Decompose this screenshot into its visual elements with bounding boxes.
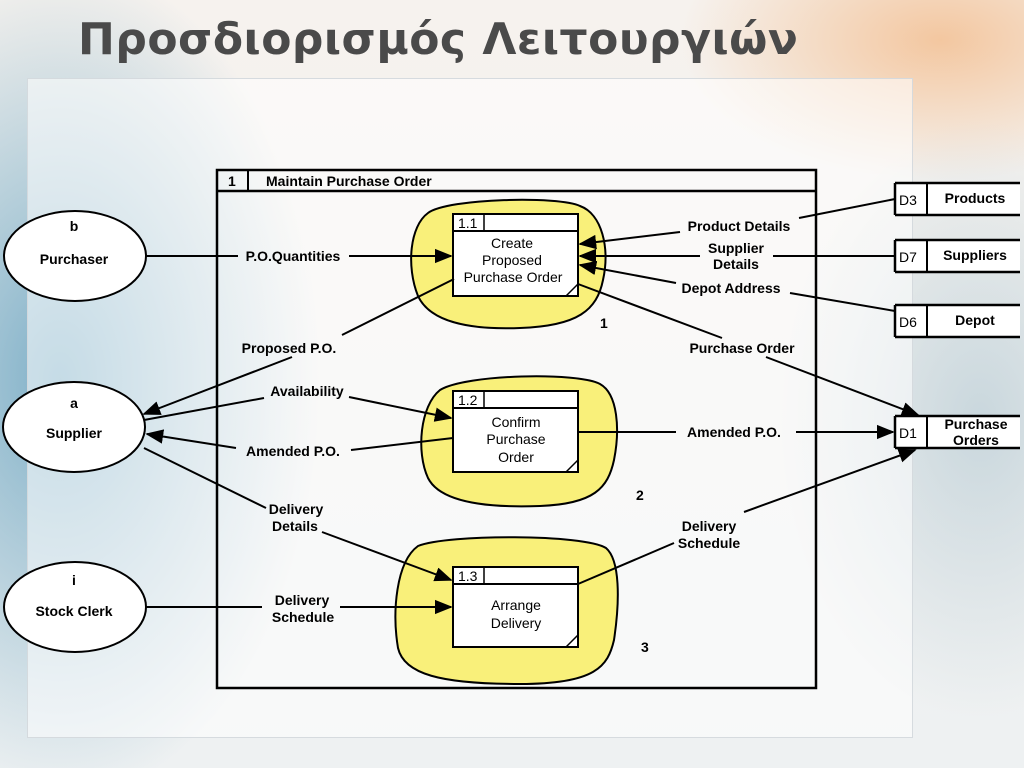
flow-label-amended-po: Amended P.O. [246, 443, 340, 459]
store-name: Purchase [944, 416, 1007, 432]
store-name: Orders [953, 432, 999, 448]
flow-label-delivery-details: Delivery [269, 501, 324, 517]
flow-label-amended-po-right: Amended P.O. [687, 424, 781, 440]
flow-label-delivery-schedule: Schedule [272, 609, 334, 625]
flow-label-delivery-details: Details [272, 518, 318, 534]
store-d6-depot: D6 Depot [893, 303, 1020, 339]
flow-label-supplier-details: Details [713, 256, 759, 272]
entity-code: a [70, 395, 78, 411]
entity-name: Supplier [46, 425, 103, 441]
subprocess-label: Proposed [482, 252, 542, 268]
store-name: Depot [955, 312, 995, 328]
process-frame: 1 Maintain Purchase Order [215, 168, 818, 690]
entity-purchaser: b Purchaser [3, 210, 147, 302]
process-name: Maintain Purchase Order [266, 173, 432, 189]
flow-label-po-quantities: P.O.Quantities [246, 248, 341, 264]
subprocess-1-2: 1.2 Confirm Purchase Order [452, 390, 579, 473]
store-code: D6 [899, 314, 917, 330]
store-code: D7 [899, 249, 917, 265]
entity-name: Stock Clerk [35, 603, 112, 619]
group-number: 1 [600, 315, 608, 331]
subprocess-label: Arrange [491, 597, 541, 613]
subprocess-id: 1.3 [458, 568, 478, 584]
store-d7-suppliers: D7 Suppliers [893, 238, 1020, 274]
flow-label-depot-address: Depot Address [681, 280, 780, 296]
store-d1-purchase-orders: D1 Purchase Orders [893, 414, 1020, 450]
store-name: Products [945, 190, 1006, 206]
flow-label-product-details: Product Details [688, 218, 791, 234]
flow-label-delivery-schedule: Delivery [275, 592, 330, 608]
flow-labels: P.O.Quantities Proposed P.O. Availabilit… [242, 218, 795, 625]
subprocess-label: Order [498, 449, 534, 465]
flow-label-delivery-schedule-right: Schedule [678, 535, 740, 551]
entity-code: b [70, 218, 79, 234]
subprocess-label: Create [491, 235, 533, 251]
entity-name: Purchaser [40, 251, 109, 267]
subprocess-id: 1.1 [458, 215, 478, 231]
group-number: 2 [636, 487, 644, 503]
flow-label-availability: Availability [270, 383, 344, 399]
flow-label-supplier-details: Supplier [708, 240, 765, 256]
flow-lines [142, 198, 920, 615]
subprocess-label: Delivery [491, 615, 542, 631]
subprocess-label: Purchase [486, 431, 545, 447]
store-code: D1 [899, 425, 917, 441]
subprocess-label: Confirm [491, 414, 540, 430]
subprocess-id: 1.2 [458, 392, 478, 408]
flow-label-purchase-order: Purchase Order [689, 340, 795, 356]
store-name: Suppliers [943, 247, 1007, 263]
store-d3-products: D3 Products [893, 181, 1020, 217]
flow-label-proposed-po: Proposed P.O. [242, 340, 337, 356]
subprocess-label: Purchase Order [464, 269, 563, 285]
slide-title: Προσδιορισμός Λειτουργιών [78, 14, 799, 65]
entity-supplier: a Supplier [2, 381, 146, 473]
store-code: D3 [899, 192, 917, 208]
flow-label-delivery-schedule-right: Delivery [682, 518, 737, 534]
entity-code: i [72, 572, 76, 588]
subprocess-1-3: 1.3 Arrange Delivery [452, 566, 579, 648]
group-number: 3 [641, 639, 649, 655]
entity-stock-clerk: i Stock Clerk [3, 561, 147, 653]
subprocess-1-1: 1.1 Create Proposed Purchase Order [452, 213, 579, 297]
process-number: 1 [228, 173, 236, 189]
